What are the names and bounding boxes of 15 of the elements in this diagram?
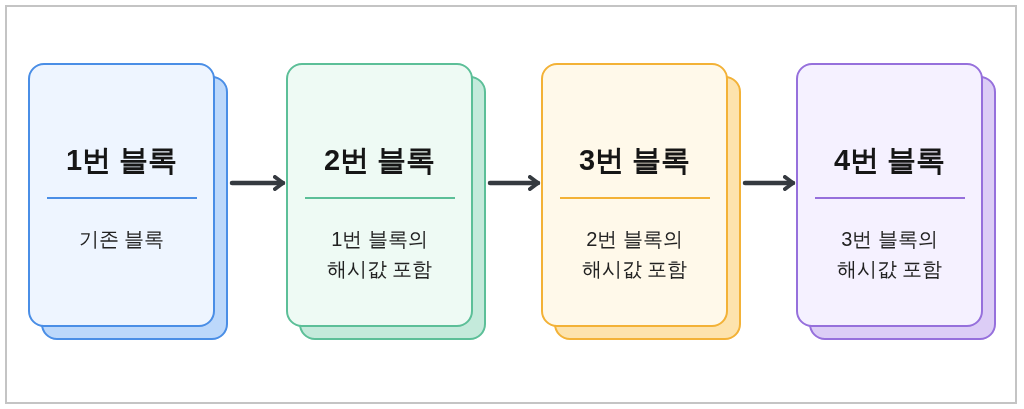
block-description: 기존 블록 — [78, 227, 165, 252]
arrow — [229, 175, 286, 191]
block-description: 3번 블록의 해시값 포함 — [835, 227, 944, 282]
block-card — [796, 63, 983, 327]
block-title: 3번 블록 — [578, 143, 691, 178]
block-description: 2번 블록의 해시값 포함 — [580, 227, 689, 282]
block-title: 2번 블록 — [323, 143, 436, 178]
block-card — [28, 63, 215, 327]
arrow — [742, 175, 796, 191]
block-title: 1번 블록 — [65, 143, 178, 178]
arrow — [487, 175, 541, 191]
block-card — [541, 63, 728, 327]
block-card — [286, 63, 473, 327]
block-description: 1번 블록의 해시값 포함 — [325, 227, 434, 282]
block-title: 4번 블록 — [833, 143, 946, 178]
